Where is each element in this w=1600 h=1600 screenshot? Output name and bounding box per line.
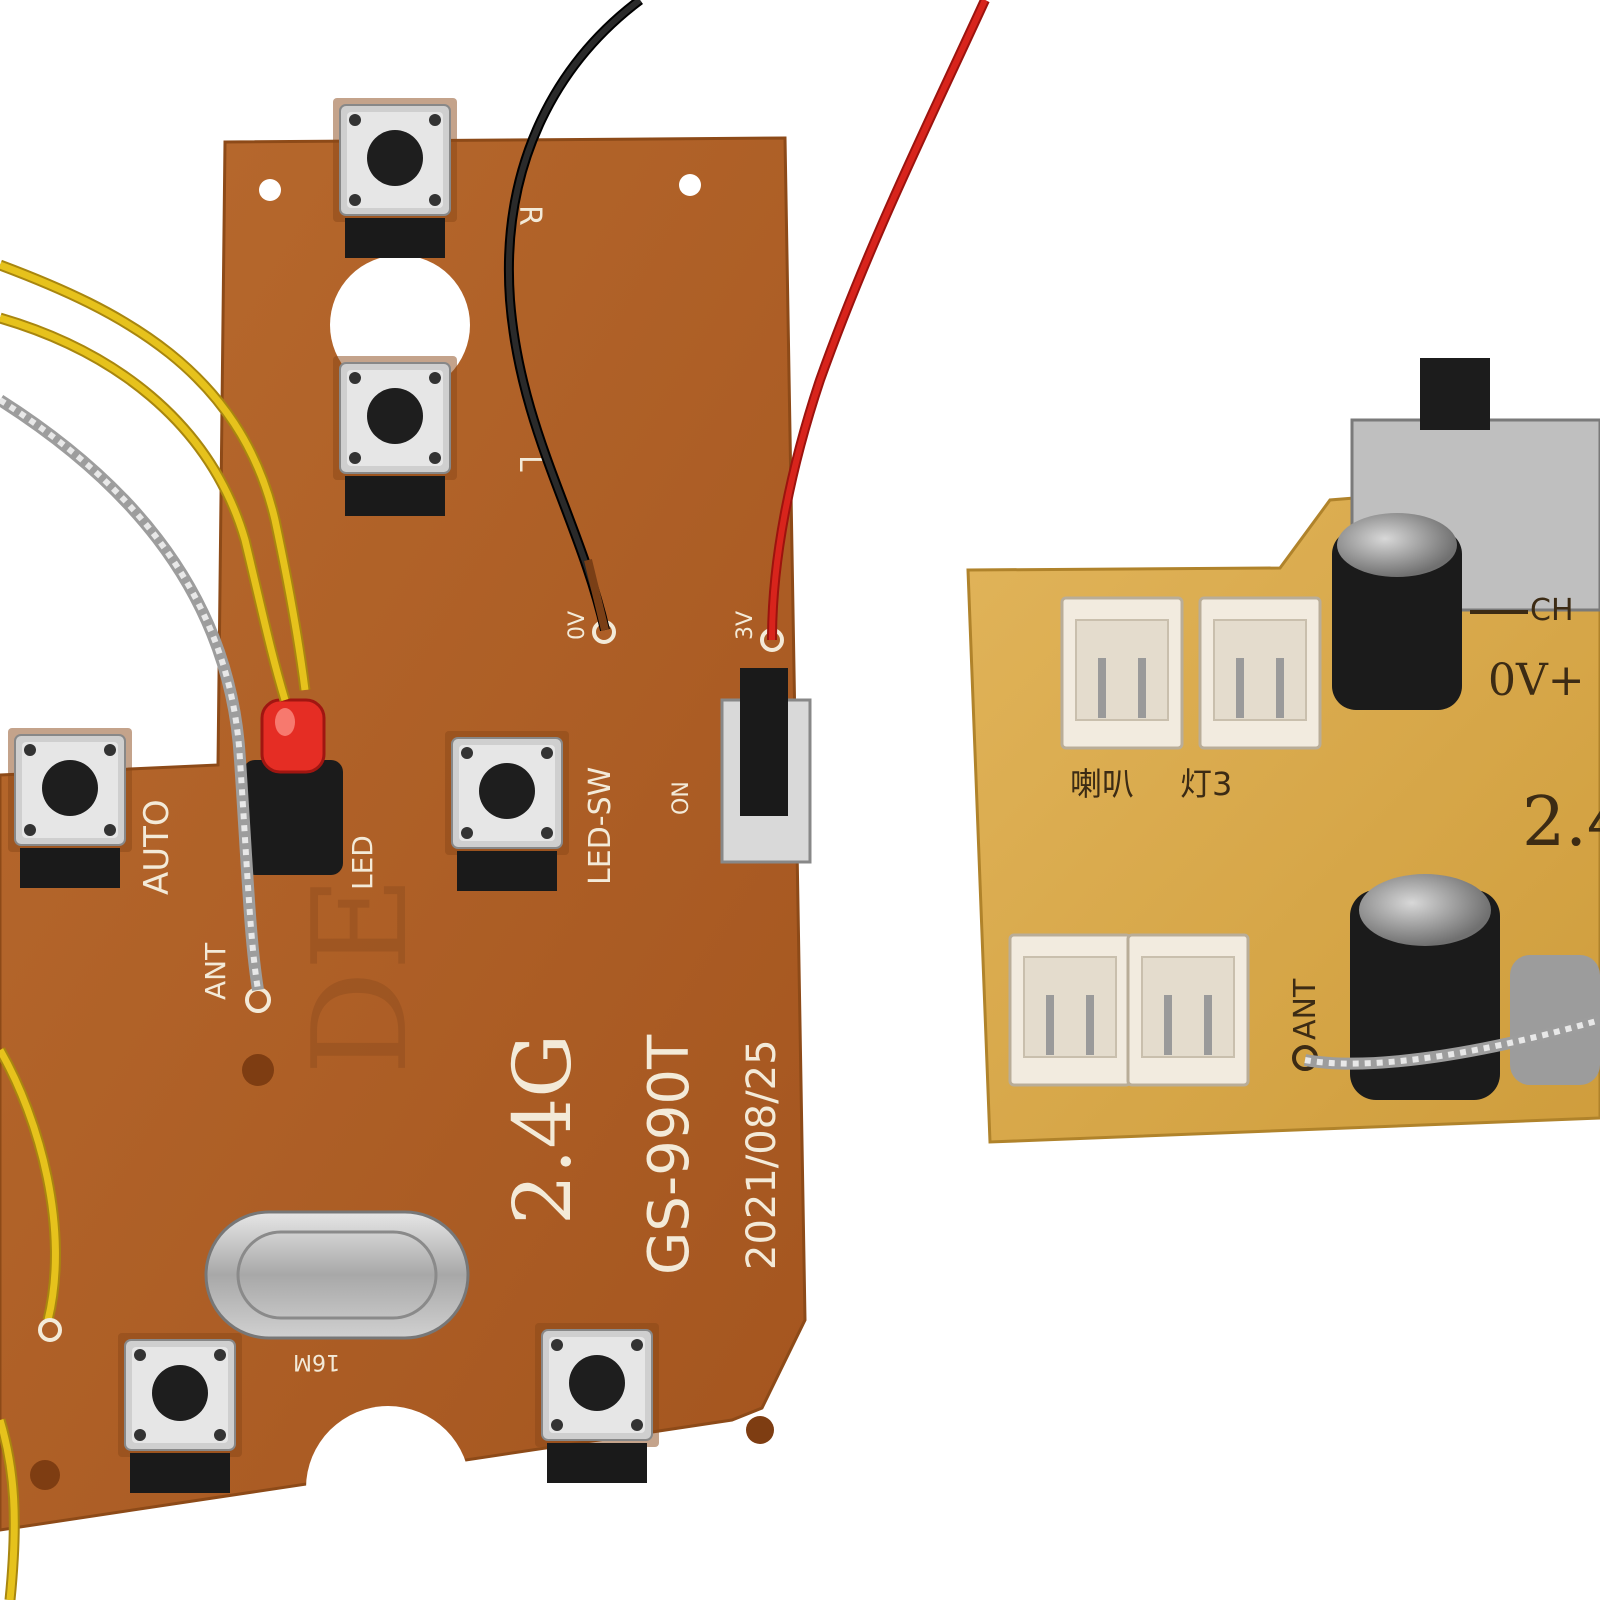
label-date: 2021/08/25: [739, 1039, 785, 1270]
label-crystal: 16M: [293, 1349, 340, 1374]
button-bottom-right[interactable]: [534, 1322, 660, 1484]
label-led-sw: LED-SW: [583, 767, 618, 885]
receiver-board: 喇叭 灯3 0V+ CH 2.4 ANT: [966, 358, 1600, 1144]
button-bottom-left[interactable]: [117, 1332, 243, 1494]
logo-watermark: DE: [284, 876, 436, 1075]
label-speaker: 喇叭: [1070, 765, 1134, 803]
label-on: ON: [669, 781, 694, 815]
receiver-crystal: [1510, 955, 1600, 1085]
button-led-sw[interactable]: [444, 730, 570, 892]
label-receiver-ant: ANT: [1288, 978, 1323, 1040]
label-receiver-freq: 2.4: [1522, 783, 1600, 862]
label-freq: 2.4G: [496, 1034, 589, 1225]
label-3v: 3V: [733, 611, 758, 640]
label-r: R: [512, 205, 547, 226]
button-l[interactable]: [332, 355, 458, 517]
connector-light3[interactable]: [1198, 596, 1322, 750]
via-pad: [242, 1054, 274, 1086]
transmitter-pcb: [0, 136, 807, 1532]
button-auto[interactable]: [7, 727, 133, 889]
via-pad: [30, 1460, 60, 1490]
connector-speaker-a[interactable]: [1060, 596, 1184, 750]
label-model: GS-990T: [637, 1034, 702, 1275]
connector-motor-b[interactable]: [1126, 933, 1250, 1087]
label-0v: 0V: [565, 611, 590, 640]
connector-motor-a[interactable]: [1008, 933, 1132, 1087]
label-led: LED: [346, 835, 379, 890]
crystal-oscillator: [204, 1210, 470, 1340]
red-wire: [767, 0, 990, 641]
mount-hole: [679, 174, 701, 196]
label-ch: CH: [1530, 593, 1574, 628]
mount-hole-large: [306, 1406, 470, 1570]
label-ant: ANT: [199, 942, 232, 1000]
label-light3: 灯3: [1180, 765, 1232, 803]
label-auto: AUTO: [137, 799, 177, 895]
capacitor-top: [1332, 513, 1462, 710]
mount-hole: [259, 179, 281, 201]
button-r[interactable]: [332, 97, 458, 259]
power-switch[interactable]: [720, 668, 812, 864]
pad-lower-left: [38, 1318, 62, 1342]
red-led: [243, 698, 343, 875]
label-l: L: [512, 455, 547, 472]
label-voltage: 0V+: [1488, 655, 1585, 706]
via-pad: [746, 1416, 774, 1444]
transmitter-board: R L AUTO LED-SW LED ON ANT 0V 3V DE 2.4G…: [0, 97, 812, 1570]
